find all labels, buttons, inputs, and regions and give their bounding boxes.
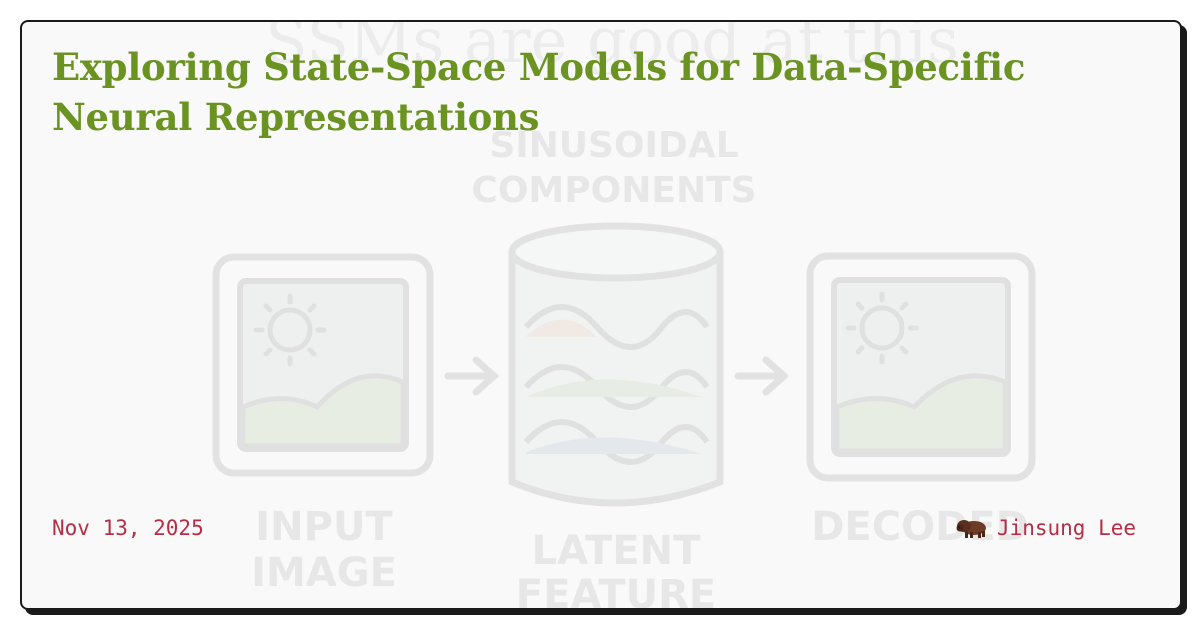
post-date: Nov 13, 2025 <box>52 516 204 540</box>
arrow-right-icon <box>444 356 500 396</box>
latent-label-line2: FEATURE <box>516 572 716 610</box>
background-illustration: SSMs are good at this SINUSOIDAL COMPONE… <box>212 20 1036 610</box>
bison-icon <box>956 518 986 538</box>
latent-label-line1: LATENT <box>532 528 701 574</box>
components-label-line2: COMPONENTS <box>471 170 756 211</box>
arrow-right-icon <box>734 356 790 396</box>
input-label-line1: INPUT <box>255 504 393 550</box>
decoded-label: DECODED <box>811 504 1029 550</box>
input-label-line2: IMAGE <box>251 550 397 596</box>
input-image-icon <box>212 253 434 477</box>
decoded-image-icon <box>806 252 1036 482</box>
latent-feature-cylinder-icon <box>508 222 724 507</box>
components-label-line1: SINUSOIDAL <box>489 125 738 166</box>
post-title[interactable]: Exploring State-Space Models for Data-Sp… <box>52 45 1026 139</box>
illustration-caption: SSMs are good at this <box>265 20 959 77</box>
post-author[interactable]: Jinsung Lee <box>955 516 1136 540</box>
post-card[interactable]: SSMs are good at this SINUSOIDAL COMPONE… <box>20 20 1182 610</box>
author-name: Jinsung Lee <box>996 516 1136 540</box>
